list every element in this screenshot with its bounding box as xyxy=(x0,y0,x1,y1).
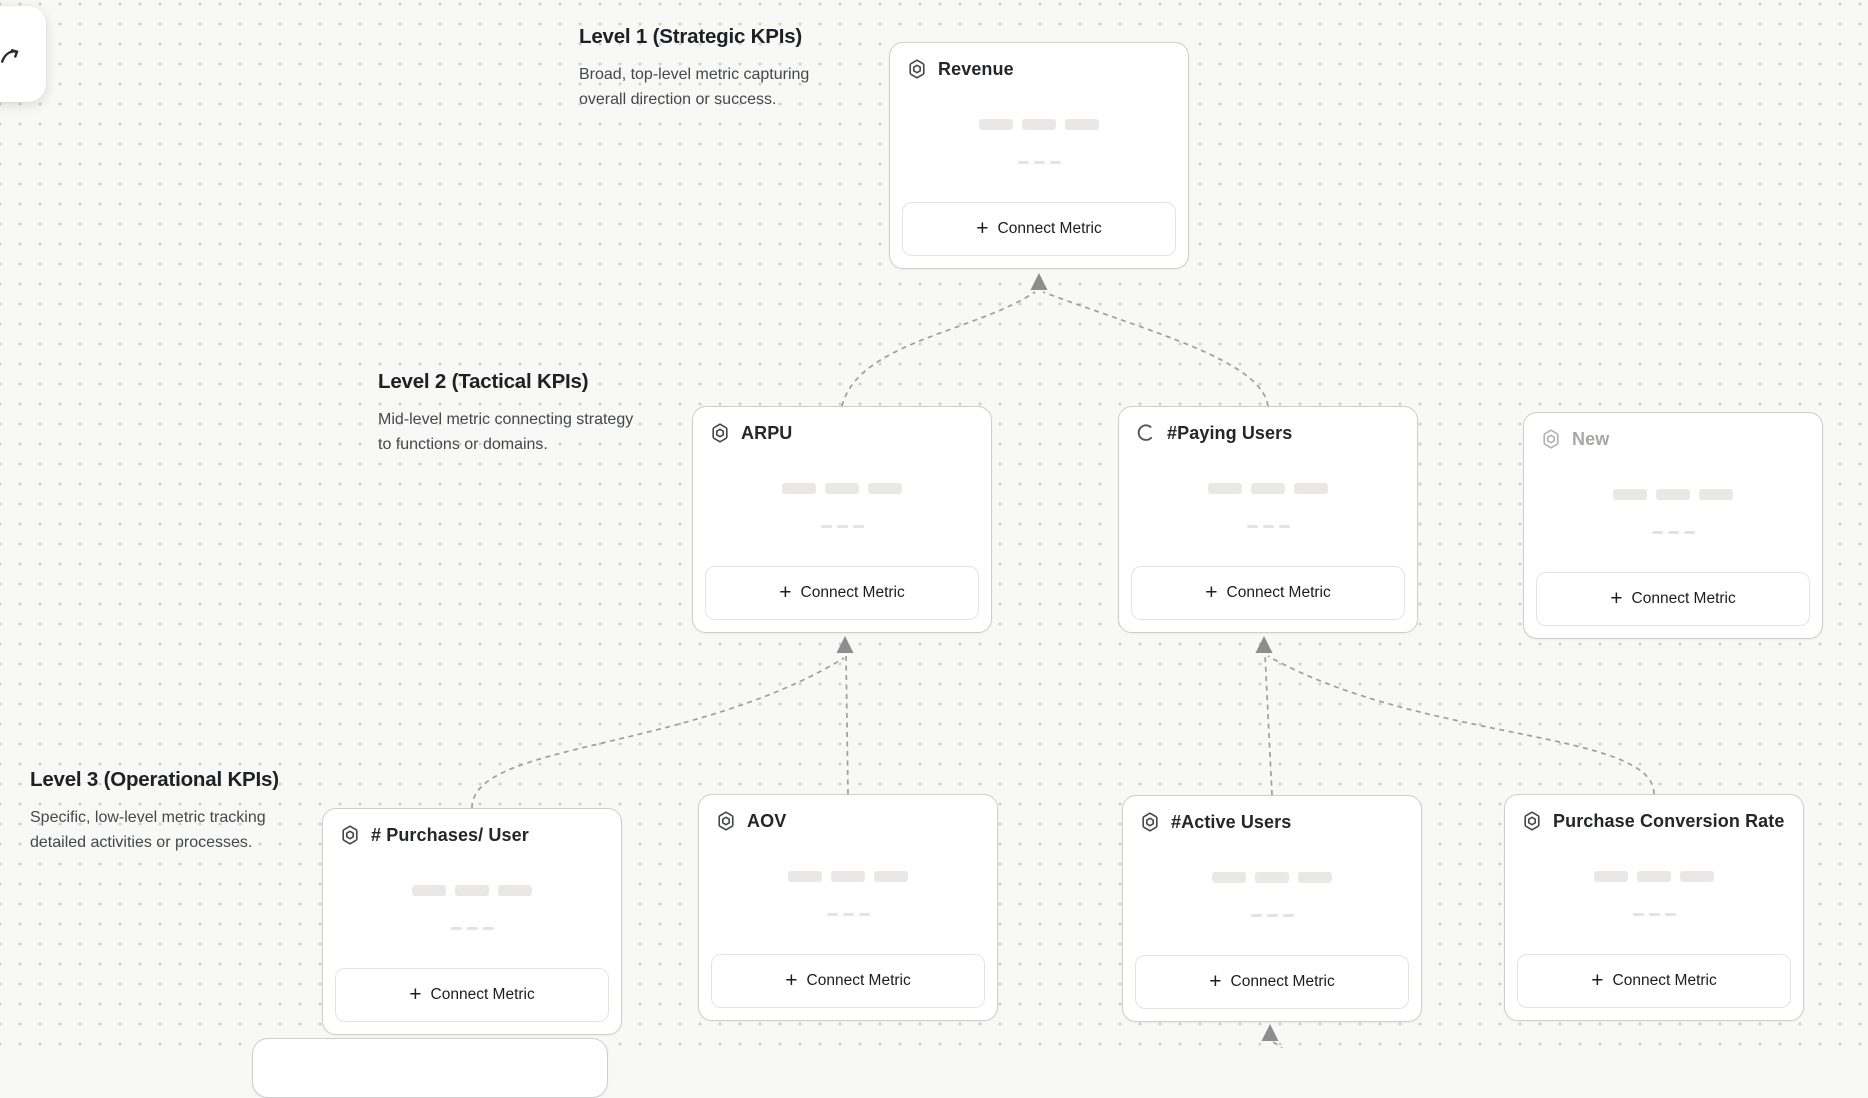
skeleton-dashes xyxy=(1524,531,1822,534)
section-label-level-3: Level 3 (Operational KPIs) Specific, low… xyxy=(30,768,292,855)
card-title: ARPU xyxy=(741,422,793,443)
card-title: #Paying Users xyxy=(1167,422,1293,443)
section-label-level-1: Level 1 (Strategic KPIs) Broad, top-leve… xyxy=(579,25,835,112)
skeleton-dashes xyxy=(1123,914,1421,917)
hexagon-metric-icon xyxy=(715,810,737,832)
connect-metric-button[interactable]: + Connect Metric xyxy=(335,968,609,1022)
card-header: New xyxy=(1540,428,1609,450)
connect-metric-label: Connect Metric xyxy=(1230,973,1335,990)
canvas-toolbar-button[interactable] xyxy=(0,6,46,102)
plus-icon: + xyxy=(1205,580,1218,604)
connect-metric-button[interactable]: + Connect Metric xyxy=(1131,566,1405,620)
connect-metric-label: Connect Metric xyxy=(800,584,905,601)
connect-metric-label: Connect Metric xyxy=(997,220,1102,237)
section-label-level-2: Level 2 (Tactical KPIs) Mid-level metric… xyxy=(378,370,634,457)
connect-metric-label: Connect Metric xyxy=(1631,590,1736,607)
card-arpu[interactable]: ARPU + Connect Metric xyxy=(692,406,992,633)
section-description-level-2: Mid-level metric connecting strategy to … xyxy=(378,411,634,453)
hexagon-metric-icon xyxy=(1521,810,1543,832)
section-title-level-2: Level 2 (Tactical KPIs) xyxy=(378,370,589,393)
skeleton-bars xyxy=(693,483,991,494)
card-header: Purchase Conversion Rate xyxy=(1521,810,1784,832)
skeleton-bars xyxy=(890,119,1188,130)
card-title: # Purchases/ User xyxy=(371,824,529,845)
plus-icon: + xyxy=(1591,968,1604,992)
connect-metric-button[interactable]: + Connect Metric xyxy=(1135,955,1409,1009)
section-title-level-1: Level 1 (Strategic KPIs) xyxy=(579,25,803,48)
connect-metric-label: Connect Metric xyxy=(806,972,911,989)
skeleton-dashes xyxy=(323,927,621,930)
skeleton-bars xyxy=(699,871,997,882)
card-aov[interactable]: AOV + Connect Metric xyxy=(698,794,998,1021)
skeleton-bars xyxy=(1119,483,1417,494)
connect-metric-label: Connect Metric xyxy=(1612,972,1717,989)
hexagon-metric-icon-muted xyxy=(1540,428,1562,450)
skeleton-bars xyxy=(1524,489,1822,500)
plus-icon: + xyxy=(409,982,422,1006)
card-purchase-conversion-rate[interactable]: Purchase Conversion Rate + Connect Metri… xyxy=(1504,794,1804,1021)
card-header: #Active Users xyxy=(1139,811,1291,833)
skeleton-dashes xyxy=(693,525,991,528)
card-partial-bottom[interactable] xyxy=(252,1038,608,1098)
connect-metric-button[interactable]: + Connect Metric xyxy=(1517,954,1791,1008)
card-title: #Active Users xyxy=(1171,811,1292,832)
connect-metric-button[interactable]: + Connect Metric xyxy=(711,954,985,1008)
section-description-level-3: Specific, low-level metric tracking deta… xyxy=(30,809,266,851)
card-header: #Paying Users xyxy=(1135,422,1292,444)
section-title-level-3: Level 3 (Operational KPIs) xyxy=(30,768,279,791)
skeleton-dashes xyxy=(699,913,997,916)
card-header: AOV xyxy=(715,810,786,832)
card-active-users[interactable]: #Active Users + Connect Metric xyxy=(1122,795,1422,1022)
plus-icon: + xyxy=(1209,969,1222,993)
skeleton-bars xyxy=(1123,872,1421,883)
plus-icon: + xyxy=(1610,586,1623,610)
connect-metric-button[interactable]: + Connect Metric xyxy=(705,566,979,620)
card-title: Revenue xyxy=(938,58,1014,79)
section-description-level-1: Broad, top-level metric capturing overal… xyxy=(579,66,810,108)
arrow-up-right-icon xyxy=(0,49,19,63)
connect-metric-label: Connect Metric xyxy=(1226,584,1331,601)
card-title: Purchase Conversion Rate xyxy=(1553,810,1785,831)
card-header: Revenue xyxy=(906,58,1014,80)
plus-icon: + xyxy=(785,968,798,992)
hexagon-metric-icon xyxy=(906,58,928,80)
plus-icon: + xyxy=(976,216,989,240)
card-title: New xyxy=(1572,428,1610,449)
connect-metric-button[interactable]: + Connect Metric xyxy=(902,202,1176,256)
card-new[interactable]: New + Connect Metric xyxy=(1523,412,1823,639)
card-header: ARPU xyxy=(709,422,792,444)
skeleton-bars xyxy=(323,885,621,896)
card-purchases-per-user[interactable]: # Purchases/ User + Connect Metric xyxy=(322,808,622,1035)
hexagon-metric-icon xyxy=(1139,811,1161,833)
card-revenue[interactable]: Revenue + Connect Metric xyxy=(889,42,1189,269)
plus-icon: + xyxy=(779,580,792,604)
card-paying-users[interactable]: #Paying Users + Connect Metric xyxy=(1118,406,1418,633)
skeleton-dashes xyxy=(1119,525,1417,528)
spinner-loading-icon xyxy=(1135,422,1157,444)
hexagon-metric-icon xyxy=(709,422,731,444)
card-header: # Purchases/ User xyxy=(339,824,529,846)
connect-metric-label: Connect Metric xyxy=(430,986,535,1003)
skeleton-bars xyxy=(1505,871,1803,882)
card-title: AOV xyxy=(747,810,787,831)
skeleton-dashes xyxy=(890,161,1188,164)
connect-metric-button[interactable]: + Connect Metric xyxy=(1536,572,1810,626)
hexagon-metric-icon xyxy=(339,824,361,846)
skeleton-dashes xyxy=(1505,913,1803,916)
